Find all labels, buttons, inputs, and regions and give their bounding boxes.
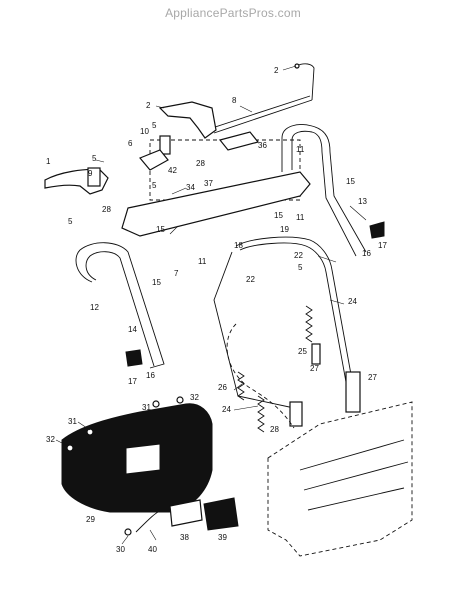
callout-11: 11 (198, 257, 207, 266)
callout-39: 39 (218, 533, 227, 542)
callout-17: 17 (128, 377, 137, 386)
plate-part-42 (139, 149, 169, 171)
callout-5: 5 (68, 217, 73, 226)
nut-part-32-right (176, 396, 184, 404)
wire-part-40 (135, 511, 161, 533)
callout-23: 24 (348, 297, 357, 306)
callout-31: 31 (68, 417, 77, 426)
callout-2: 2 (146, 101, 151, 110)
callout-1: 1 (46, 157, 51, 166)
callout-5: 5 (152, 121, 157, 130)
callout-28: 28 (196, 159, 205, 168)
callout-11: 11 (296, 145, 305, 154)
screw-part-29 (124, 528, 132, 536)
callout-36: 36 (258, 141, 267, 150)
callout-14: 14 (128, 325, 137, 334)
callout-8: 9 (88, 169, 93, 178)
callout-7: 8 (232, 96, 237, 105)
callout-16: 16 (362, 249, 371, 258)
nut-part-32-left (66, 444, 74, 452)
callout-5: 2 (274, 66, 279, 75)
fitting-part-25 (311, 343, 321, 365)
callout-5: 5 (298, 263, 303, 272)
callout-25: 27 (310, 364, 319, 373)
callout-12: 12 (90, 303, 99, 312)
callout-31: 31 (142, 403, 151, 412)
callout-34: 34 (186, 183, 195, 192)
link-part-36 (218, 131, 260, 151)
spring-part-26 (257, 395, 265, 433)
spring-part-24-lower (237, 371, 245, 401)
bracket-part-9 (159, 135, 171, 155)
callout-27: 28 (270, 425, 279, 434)
watermark-text: AppliancePartsPros.com (165, 6, 301, 20)
knob-part-17-right (369, 221, 385, 239)
callout-22: 22 (246, 275, 255, 284)
upper-handle-left (75, 242, 165, 369)
callout-32: 32 (190, 393, 199, 402)
callout-32: 32 (46, 435, 55, 444)
callout-11: 11 (296, 213, 305, 222)
callout-19: 19 (280, 225, 289, 234)
callout-30: 29 (86, 515, 95, 524)
callout-24: 26 (218, 383, 227, 392)
callout-24: 25 (298, 347, 307, 356)
callout-13: 13 (358, 197, 367, 206)
bracket-part-2 (158, 101, 217, 139)
crossbar-part-10 (121, 171, 311, 237)
knob-part-17-left (125, 349, 143, 367)
bracket-part-27-right (345, 371, 361, 413)
callout-26: 24 (222, 405, 231, 414)
callout-28: 28 (102, 205, 111, 214)
callout-15: 15 (152, 278, 161, 287)
shift-rod (211, 63, 315, 134)
leader-lines (55, 65, 367, 545)
callout-40: 40 (148, 545, 157, 554)
callout-37: 37 (204, 179, 213, 188)
bolt-part-31-right (152, 400, 160, 408)
spring-part-24-upper (305, 305, 313, 343)
frame-outline (267, 401, 413, 557)
upper-handle-right (281, 124, 367, 257)
callout-42: 42 (168, 166, 177, 175)
illustration (44, 63, 413, 557)
bracket-part-8 (87, 167, 101, 187)
callout-38: 38 (180, 533, 189, 542)
lower-handle (213, 236, 361, 409)
lens-part-38 (169, 499, 203, 527)
callout-16: 16 (146, 371, 155, 380)
callout-22: 22 (294, 251, 303, 260)
bolt-part-31-left (86, 428, 94, 436)
callout-5: 5 (152, 181, 157, 190)
callout-15: 15 (274, 211, 283, 220)
light-part-39 (203, 497, 239, 531)
part-number-callouts: 2 8 2 5 10 6 28 36 5 1 9 42 5 34 37 28 5… (46, 66, 387, 554)
callout-6: 6 (128, 139, 133, 148)
callout-5: 5 (92, 154, 97, 163)
callout-9: 10 (140, 127, 149, 136)
callout-10: 7 (174, 269, 179, 278)
callout-15: 15 (346, 177, 355, 186)
callout-29: 30 (116, 545, 125, 554)
callout-15: 15 (156, 225, 165, 234)
callout-17: 17 (378, 241, 387, 250)
bracket-part-27-left (289, 401, 303, 427)
callout-18: 18 (234, 241, 243, 250)
callout-27: 27 (368, 373, 377, 382)
